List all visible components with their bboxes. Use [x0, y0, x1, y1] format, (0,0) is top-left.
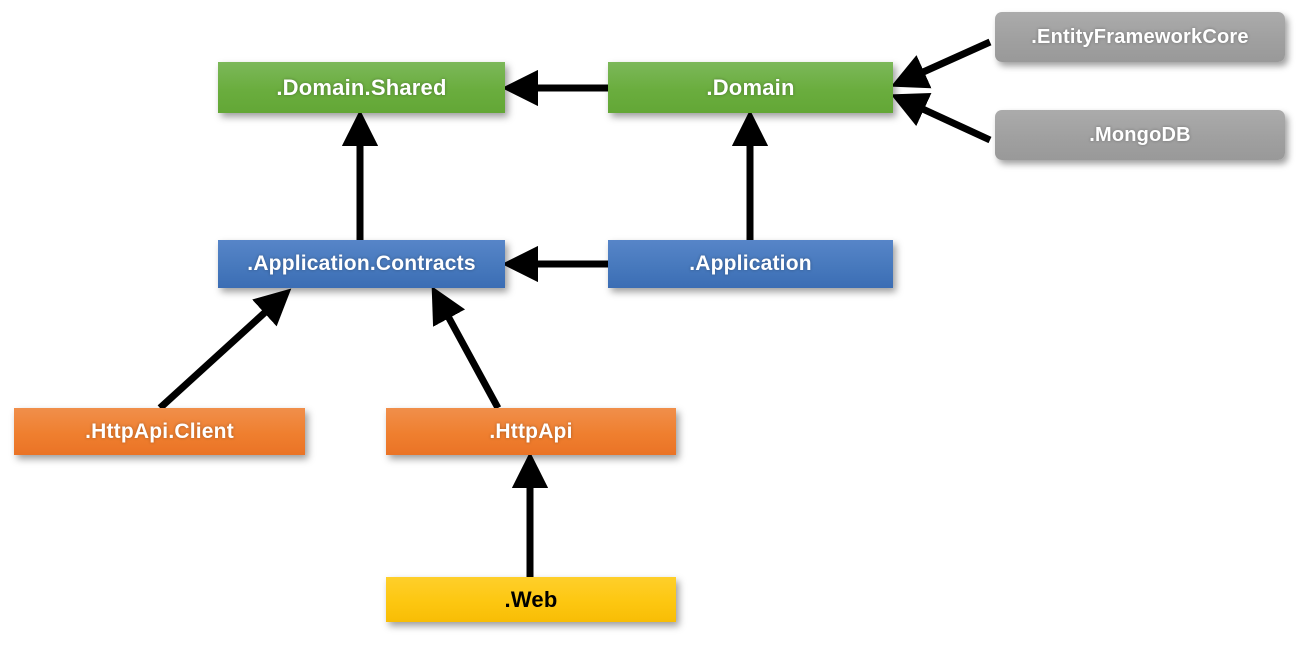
node-label: .HttpApi.Client: [85, 419, 234, 443]
edge-httpapi-to-application-contracts: [431, 286, 502, 410]
node-label: .Web: [504, 586, 558, 612]
node-mongodb[interactable]: .MongoDB: [995, 110, 1285, 160]
node-application[interactable]: .Application: [608, 240, 893, 288]
node-label: .HttpApi: [489, 419, 573, 443]
node-entity-framework-core[interactable]: .EntityFrameworkCore: [995, 12, 1285, 62]
node-domain[interactable]: .Domain: [608, 62, 893, 113]
node-label: .Domain.Shared: [276, 74, 447, 100]
edge-entity-framework-core-to-domain: [890, 38, 992, 89]
node-label: .EntityFrameworkCore: [1031, 25, 1249, 48]
node-application-contracts[interactable]: .Application.Contracts: [218, 240, 505, 288]
edge-httpapi-client-to-application-contracts: [157, 288, 292, 411]
edges-group: [157, 38, 992, 577]
node-web[interactable]: .Web: [386, 577, 676, 622]
node-label: .Domain: [706, 74, 795, 100]
node-httpapi-client[interactable]: .HttpApi.Client: [14, 408, 305, 455]
node-httpapi[interactable]: .HttpApi: [386, 408, 676, 455]
node-label: .Application: [689, 252, 812, 275]
edge-mongodb-to-domain: [890, 93, 992, 144]
node-label: .Application.Contracts: [247, 252, 476, 275]
node-label: .MongoDB: [1089, 123, 1191, 146]
node-domain-shared[interactable]: .Domain.Shared: [218, 62, 505, 113]
